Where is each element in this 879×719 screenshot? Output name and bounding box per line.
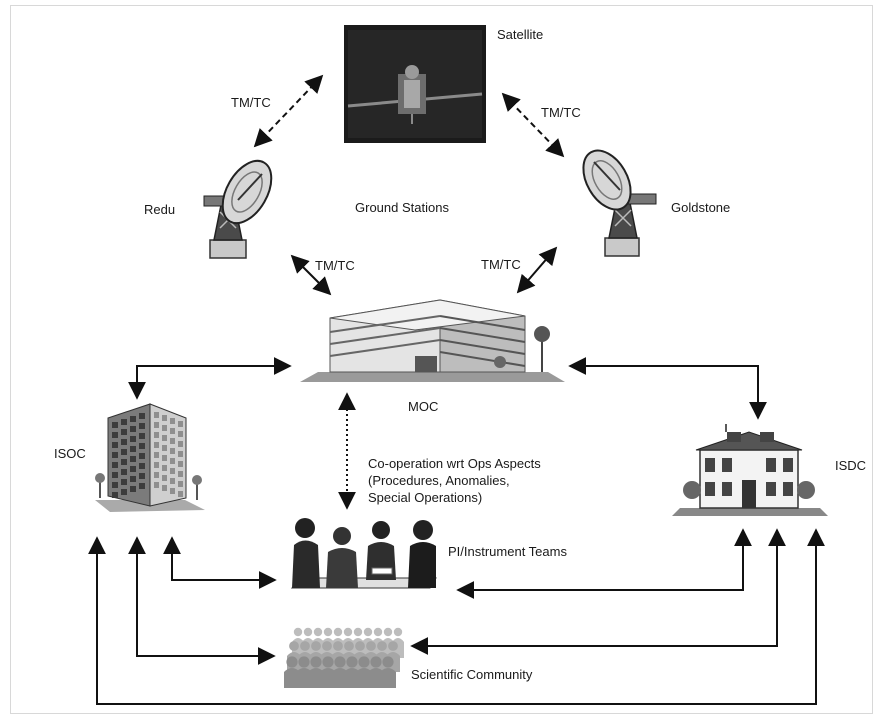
diagram-border <box>10 5 873 714</box>
moc-building-icon <box>300 299 565 382</box>
satellite-label: Satellite <box>497 27 543 42</box>
satellite-image <box>344 25 486 143</box>
arrow-goldstone-moc <box>516 246 558 294</box>
moc-label: MOC <box>408 399 438 414</box>
isoc-label: ISOC <box>54 446 86 461</box>
ground-stations-label: Ground Stations <box>355 200 449 215</box>
tmtc-label-sat-redu: TM/TC <box>231 95 271 110</box>
redu-dish-icon <box>203 159 273 259</box>
isdc-building-icon <box>672 424 828 516</box>
goldstone-dish-icon <box>582 149 657 257</box>
arrow-isoc-isdc <box>88 528 825 705</box>
scientific-community-label: Scientific Community <box>411 667 533 682</box>
arrow-moc-isoc <box>128 357 292 400</box>
arrow-moc-isdc <box>568 357 767 420</box>
tmtc-label-sat-goldstone: TM/TC <box>541 105 581 120</box>
scientific-community-image <box>284 627 404 688</box>
arrow-redu-moc <box>290 254 332 296</box>
goldstone-label: Goldstone <box>671 200 730 215</box>
arrow-isoc-pi-teams <box>163 536 277 589</box>
cooperation-line-1: Co-operation wrt Ops Aspects <box>368 456 541 471</box>
tmtc-label-goldstone-moc: TM/TC <box>481 257 521 272</box>
arrow-isdc-scientific-community <box>410 528 786 655</box>
isoc-building-icon <box>95 403 205 512</box>
arrow-satellite-redu <box>253 74 324 148</box>
redu-label: Redu <box>144 202 175 217</box>
arrow-isdc-pi-teams <box>456 528 752 599</box>
arrow-satellite-goldstone <box>501 92 565 158</box>
tmtc-label-redu-moc: TM/TC <box>315 258 355 273</box>
cooperation-line-3: Special Operations) <box>368 490 482 505</box>
pi-teams-image <box>290 518 437 589</box>
arrow-isoc-scientific-community <box>128 536 276 665</box>
cooperation-line-2: (Procedures, Anomalies, <box>368 473 510 488</box>
pi-teams-label: PI/Instrument Teams <box>448 544 567 559</box>
isdc-label: ISDC <box>835 458 866 473</box>
